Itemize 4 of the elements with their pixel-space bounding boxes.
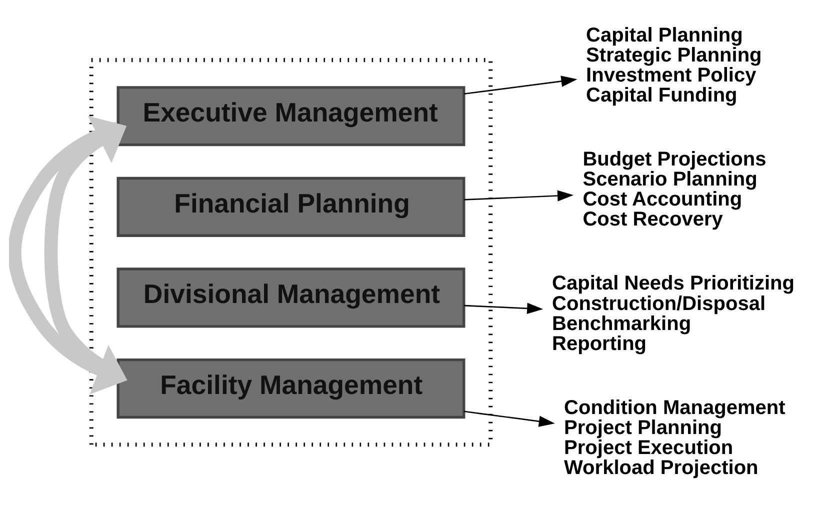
node-text: Condition Management Project Planning Project Execution Workload Projection — [564, 396, 785, 479]
node-text: Budget Projections Scenario Planning Cost Accounting Cost Recovery — [582, 148, 766, 231]
node-text: Capital Planning Strategic Planning Investment Policy Capital Funding — [586, 24, 762, 106]
node-text: Capital Needs Prioritizing Construction/Disposal Benchmarking Reporting — [552, 272, 794, 355]
